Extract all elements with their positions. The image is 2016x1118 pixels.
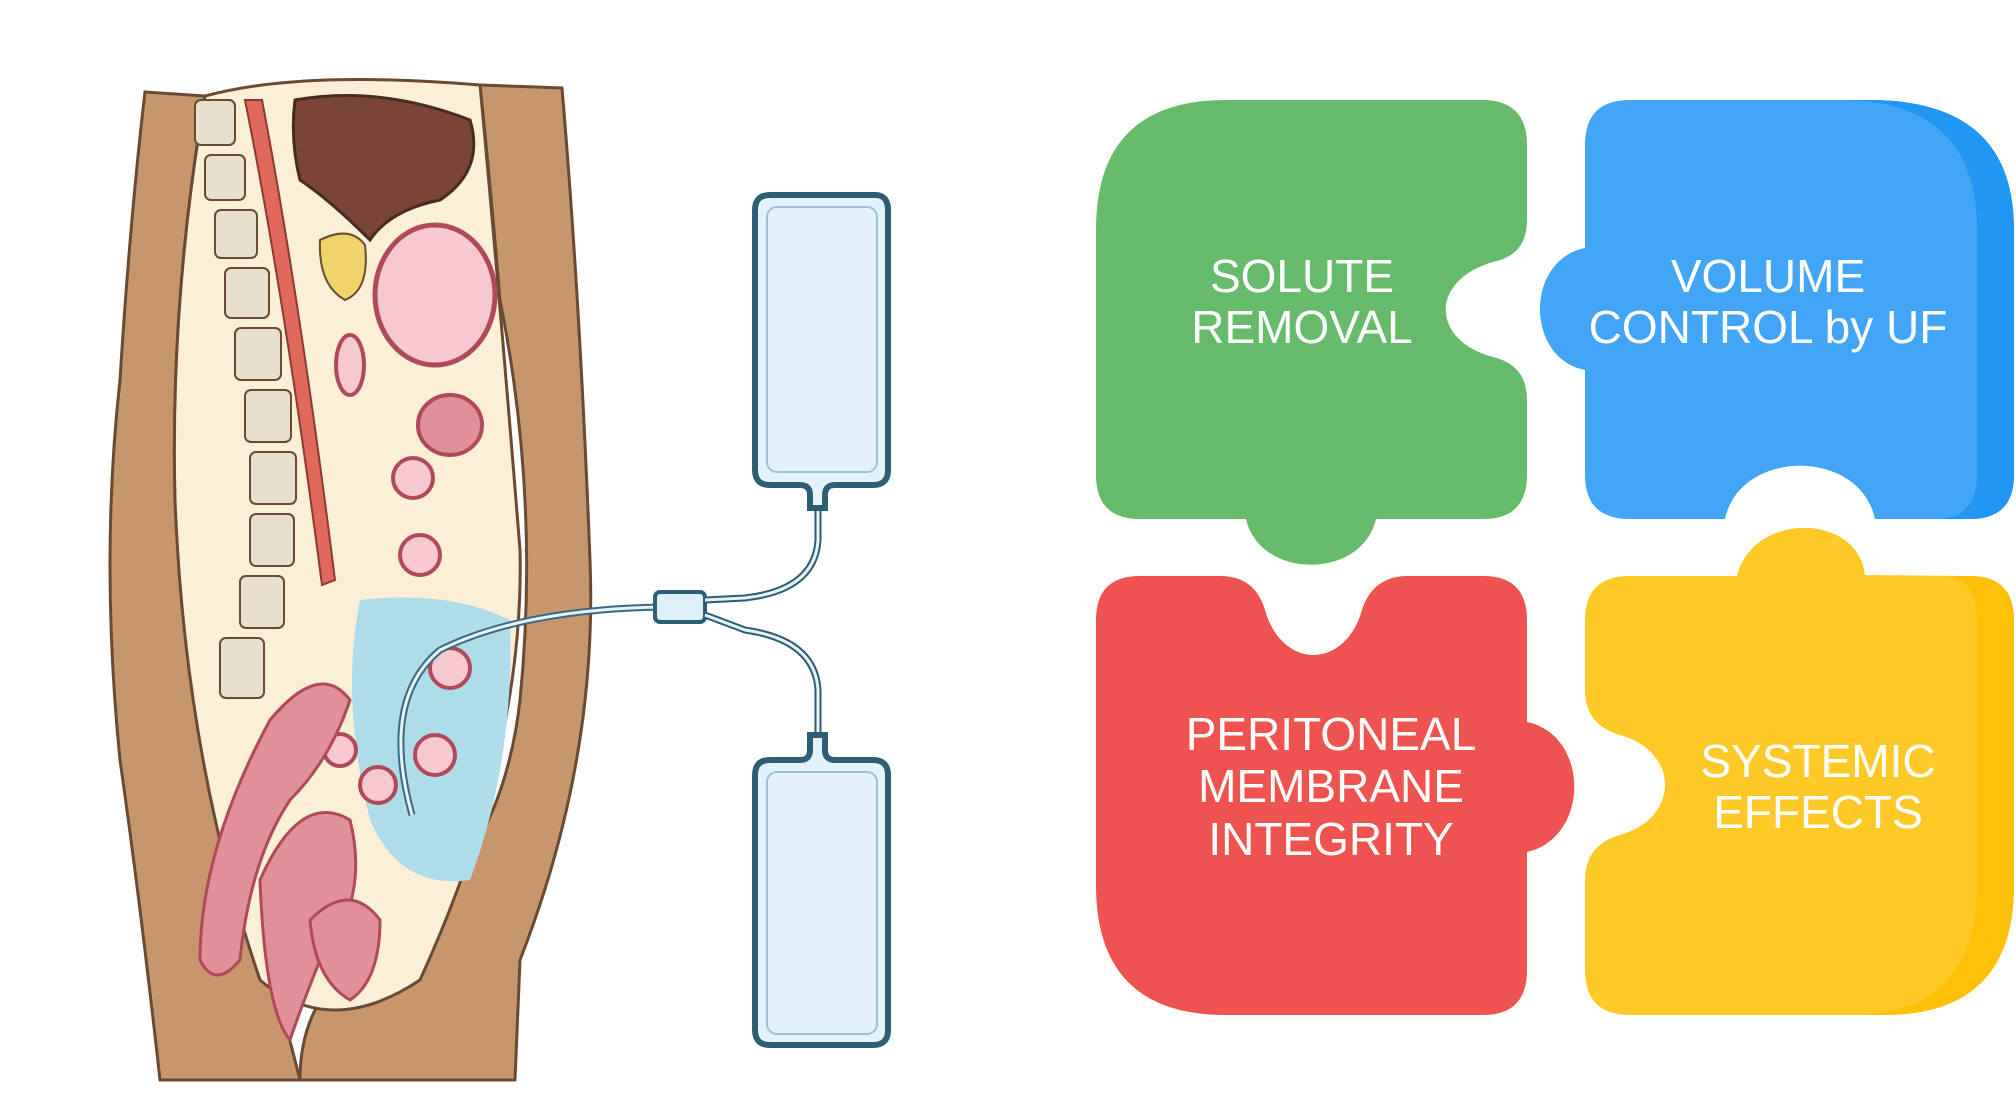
dialysate-bag-bottom: [752, 732, 891, 1048]
svg-text:MEMBRANE: MEMBRANE: [1198, 760, 1464, 812]
intestine-loop: [391, 456, 435, 500]
label-line: PERITONEAL: [1186, 708, 1477, 760]
label-line: VOLUME: [1671, 250, 1865, 302]
intestine-loop: [334, 333, 366, 397]
svg-text:EFFECTS: EFFECTS: [1713, 786, 1923, 838]
svg-text:CONTROL by UF: CONTROL by UF: [1589, 301, 1948, 353]
svg-text:SOLUTE: SOLUTE: [1210, 250, 1394, 302]
dialysis-tubing: [653, 505, 822, 735]
liver: [291, 94, 476, 243]
label-line: SOLUTE: [1210, 250, 1394, 302]
intestine-loop: [416, 393, 484, 457]
pd-catheter-inner: [399, 605, 661, 816]
puzzle-volume-control: VOLUME CONTROL by UF: [1540, 100, 2014, 519]
label-line: CONTROL by UF: [1589, 301, 1948, 353]
aorta: [243, 99, 337, 587]
bladder: [308, 898, 382, 1002]
label-line: EFFECTS: [1713, 786, 1923, 838]
label-line: SYSTEMIC: [1700, 735, 1935, 787]
colon: [198, 682, 352, 977]
puzzle-membrane-integrity: PERITONEAL MEMBRANE INTEGRITY: [1096, 576, 1575, 1015]
svg-text:INTEGRITY: INTEGRITY: [1208, 813, 1453, 865]
intestine-loop: [398, 533, 442, 577]
spine: [194, 99, 297, 699]
label-line: INTEGRITY: [1208, 813, 1453, 865]
intestine-loop: [413, 733, 457, 777]
dialysate-bag-top: [752, 192, 891, 511]
svg-text:SYSTEMIC: SYSTEMIC: [1700, 735, 1935, 787]
label-line: MEMBRANE: [1198, 760, 1464, 812]
label-line: REMOVAL: [1191, 301, 1413, 353]
stomach: [372, 222, 498, 368]
svg-text:VOLUME: VOLUME: [1671, 250, 1865, 302]
svg-text:REMOVAL: REMOVAL: [1191, 301, 1413, 353]
intestine-loop: [358, 765, 398, 805]
svg-text:PERITONEAL: PERITONEAL: [1186, 708, 1477, 760]
puzzle-systemic-effects: SYSTEMIC EFFECTS: [1585, 527, 2014, 1015]
puzzle-solute-removal: SOLUTE REMOVAL: [1096, 100, 1527, 565]
abdomen-cross-section-illustration: [108, 78, 661, 1082]
pancreas: [318, 232, 367, 302]
